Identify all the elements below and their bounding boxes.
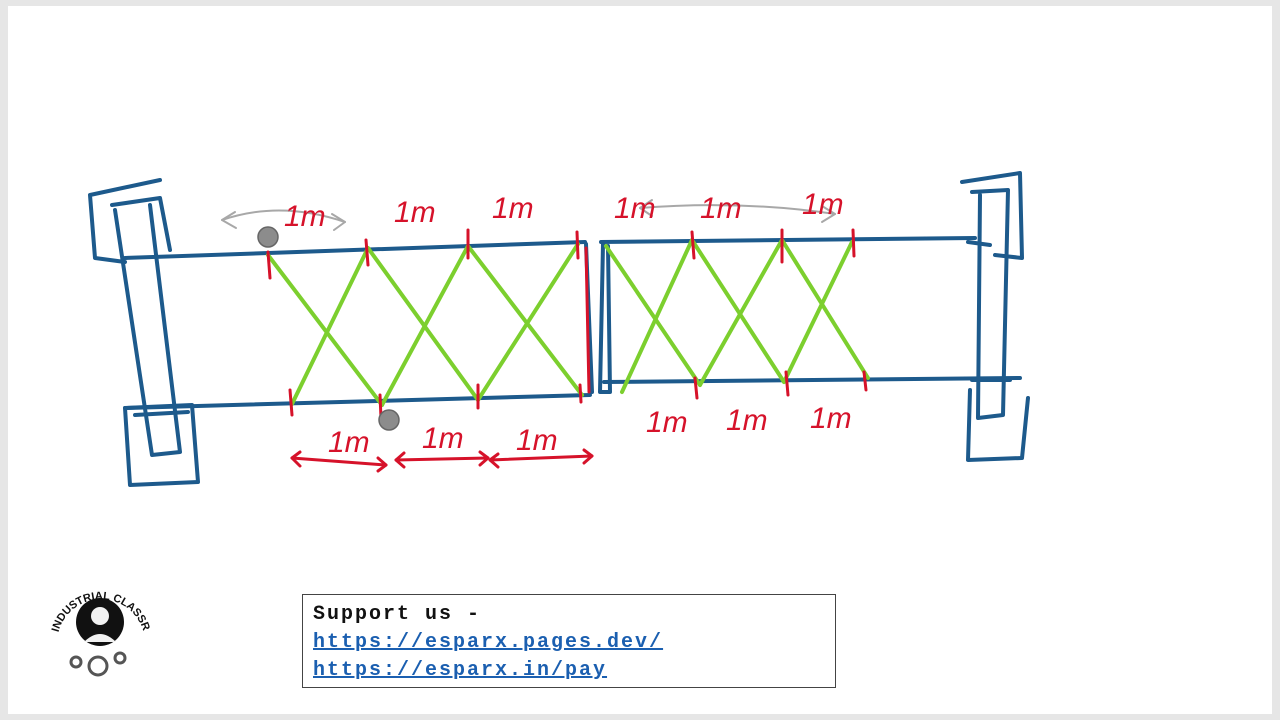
support-link-pay[interactable]: https://esparx.in/pay — [313, 659, 608, 682]
dimension-labels: 1m 1m 1m 1m 1m 1m 1m 1m 1m 1m 1m 1m — [284, 188, 852, 459]
label-top-2: 1m — [394, 196, 436, 229]
support-title: Support us - — [313, 603, 482, 626]
dimension-arrows — [290, 448, 594, 473]
label-bottom-1: 1m — [328, 426, 370, 459]
label-top-4: 1m — [614, 192, 656, 225]
pencil-dots — [257, 226, 400, 431]
right-support — [960, 171, 1030, 462]
label-bottom-3: 1m — [516, 424, 558, 457]
label-top-6: 1m — [802, 188, 844, 221]
pencil-arrows — [221, 199, 836, 231]
label-top-1: 1m — [284, 200, 326, 233]
label-bottom-2: 1m — [422, 422, 464, 455]
support-box: Support us - https://esparx.pages.dev/ h… — [302, 594, 836, 688]
beam-rails — [123, 236, 1022, 410]
label-top-5: 1m — [700, 192, 742, 225]
industrial-classroom-logo: THE INDUSTRIAL CLASSROOM — [48, 572, 152, 677]
division-marks — [266, 228, 868, 420]
label-bottom-5: 1m — [726, 404, 768, 437]
support-link-pages[interactable]: https://esparx.pages.dev/ — [313, 631, 664, 654]
label-top-3: 1m — [492, 192, 534, 225]
left-support — [88, 178, 200, 487]
cross-bracing — [266, 238, 870, 407]
label-bottom-6: 1m — [810, 402, 852, 435]
gears-icon — [69, 651, 127, 677]
label-bottom-4: 1m — [646, 406, 688, 439]
